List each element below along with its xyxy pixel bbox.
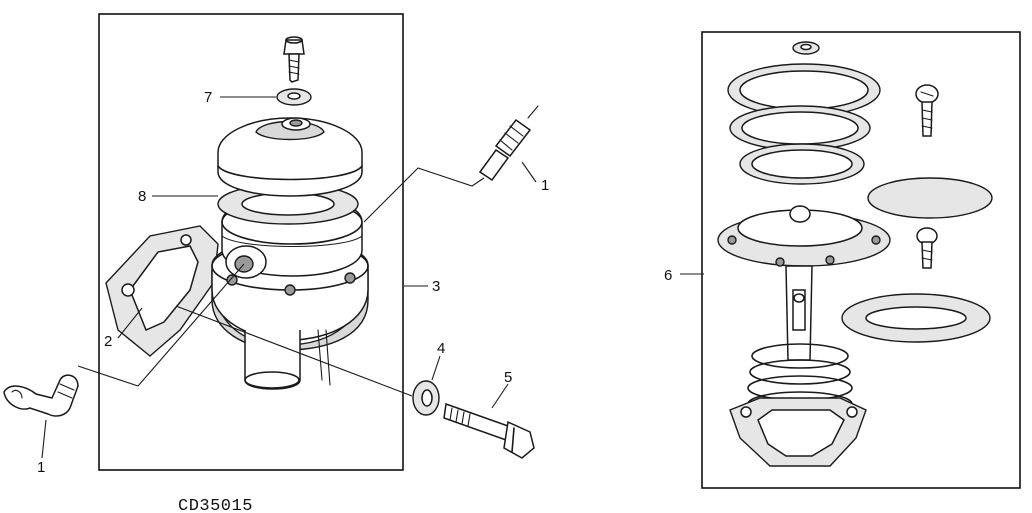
kit-screw-lower: [916, 227, 938, 269]
callout-4: 4: [437, 340, 445, 357]
kit-gasket-ring-small: [739, 143, 865, 185]
pump-assembly-panel: 1 1 2 3 4 5 7 8: [3, 13, 549, 476]
callout-5: 5: [504, 369, 512, 386]
kit-small-washer: [792, 41, 820, 55]
kit-screw-upper: [915, 84, 939, 137]
kit-spring-retainer: [729, 397, 867, 467]
cover-screw: [283, 36, 305, 83]
callout-3: 3: [432, 278, 440, 295]
kit-diaphragm: [717, 205, 891, 267]
mounting-washer: [412, 380, 440, 416]
callout-1-top: 1: [541, 177, 549, 194]
kit-gasket-ring-large: [727, 63, 881, 117]
callout-1-bottom: 1: [37, 459, 45, 476]
cover-washer: [276, 88, 312, 106]
kit-gasket-ring-middle: [729, 105, 871, 151]
inlet-fitting-top: [478, 105, 539, 182]
kit-valve-gasket-upper: [867, 177, 993, 219]
repair-kit-frame: [701, 31, 1021, 489]
callout-8: 8: [138, 188, 146, 205]
kit-pull-rod: [785, 265, 813, 361]
callout-7: 7: [204, 89, 212, 106]
kit-valve-gasket-lower: [841, 293, 991, 343]
pump-top-cover: [217, 117, 363, 197]
repair-kit-panel: 6: [664, 31, 1021, 489]
mounting-bolt: [443, 402, 535, 459]
figure-code: CD35015: [178, 497, 253, 513]
callout-2: 2: [104, 333, 112, 350]
leader-lines: [41, 96, 537, 459]
mounting-flange-gasket: [105, 225, 219, 357]
elbow-fitting-bottom: [3, 374, 79, 417]
pump-inlet-boss: [225, 245, 267, 279]
pump-assembly-frame: [98, 13, 404, 471]
callout-6: 6: [664, 267, 672, 284]
